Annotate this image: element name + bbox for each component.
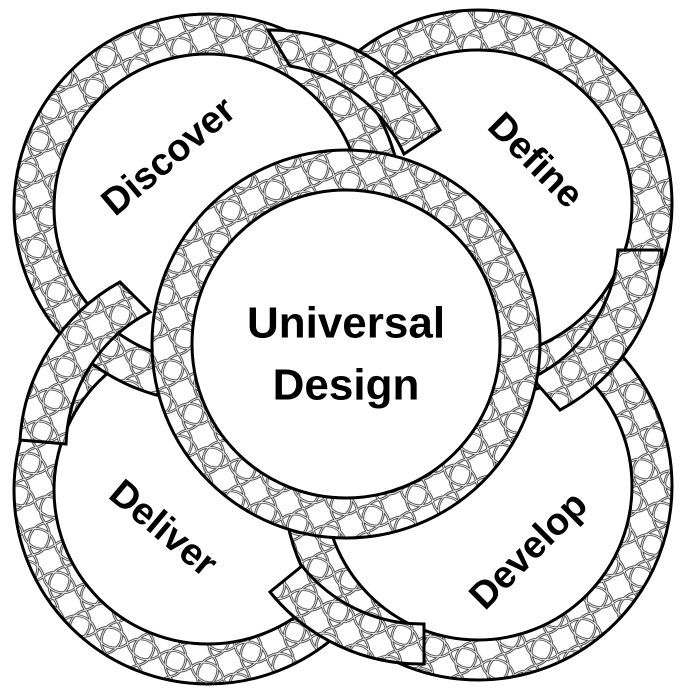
label-design: Design — [273, 361, 420, 410]
label-universal: Universal — [247, 299, 445, 348]
